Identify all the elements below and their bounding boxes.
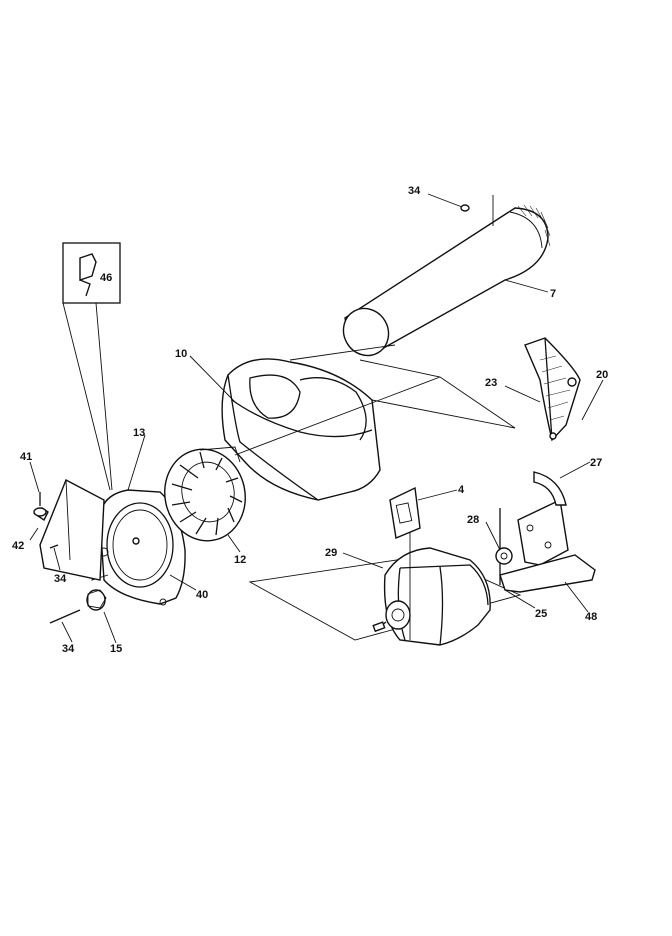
label-10: 10	[175, 348, 187, 360]
base-plate-outline	[248, 554, 522, 641]
label-13: 13	[133, 427, 145, 439]
screw-34b	[49, 544, 59, 549]
label-41: 41	[20, 451, 32, 463]
label-42: 42	[12, 540, 24, 552]
blower-wheel-part	[164, 446, 246, 542]
support-bracket-part	[524, 337, 581, 442]
label-46: 46	[100, 272, 112, 284]
label-12: 12	[234, 554, 246, 566]
label-7: 7	[550, 288, 556, 300]
gasket-part	[39, 479, 105, 581]
label-15: 15	[110, 643, 122, 655]
label-23: 23	[485, 377, 497, 389]
label-29: 29	[325, 547, 337, 559]
label-34-bottom: 34	[62, 643, 75, 655]
label-40: 40	[196, 589, 208, 601]
label-34-top: 34	[408, 185, 421, 197]
pulley-part	[86, 589, 107, 611]
label-48: 48	[585, 611, 597, 623]
belt-guide-part	[533, 471, 567, 506]
label-25: 25	[535, 608, 547, 620]
screw-34c	[49, 609, 81, 624]
blower-housing-part	[221, 344, 516, 501]
label-20: 20	[596, 369, 608, 381]
label-34-left: 34	[54, 573, 67, 585]
idler-bracket-part	[495, 498, 596, 593]
part-labels: 34 7 46 10 23 20 13 41 27 4 42 34 12 28 …	[12, 185, 608, 655]
guide-line	[234, 376, 441, 456]
drive-motor-part	[372, 547, 491, 646]
clip-part	[389, 486, 421, 539]
washer-ring	[33, 507, 47, 517]
label-4: 4	[458, 484, 465, 496]
label-27: 27	[590, 457, 602, 469]
screw-34a	[460, 204, 470, 212]
inset-box-46	[62, 242, 121, 491]
leader-lines	[29, 193, 604, 644]
exhaust-duct-part	[342, 195, 551, 357]
label-28: 28	[467, 514, 479, 526]
blower-cover-part	[91, 489, 186, 606]
